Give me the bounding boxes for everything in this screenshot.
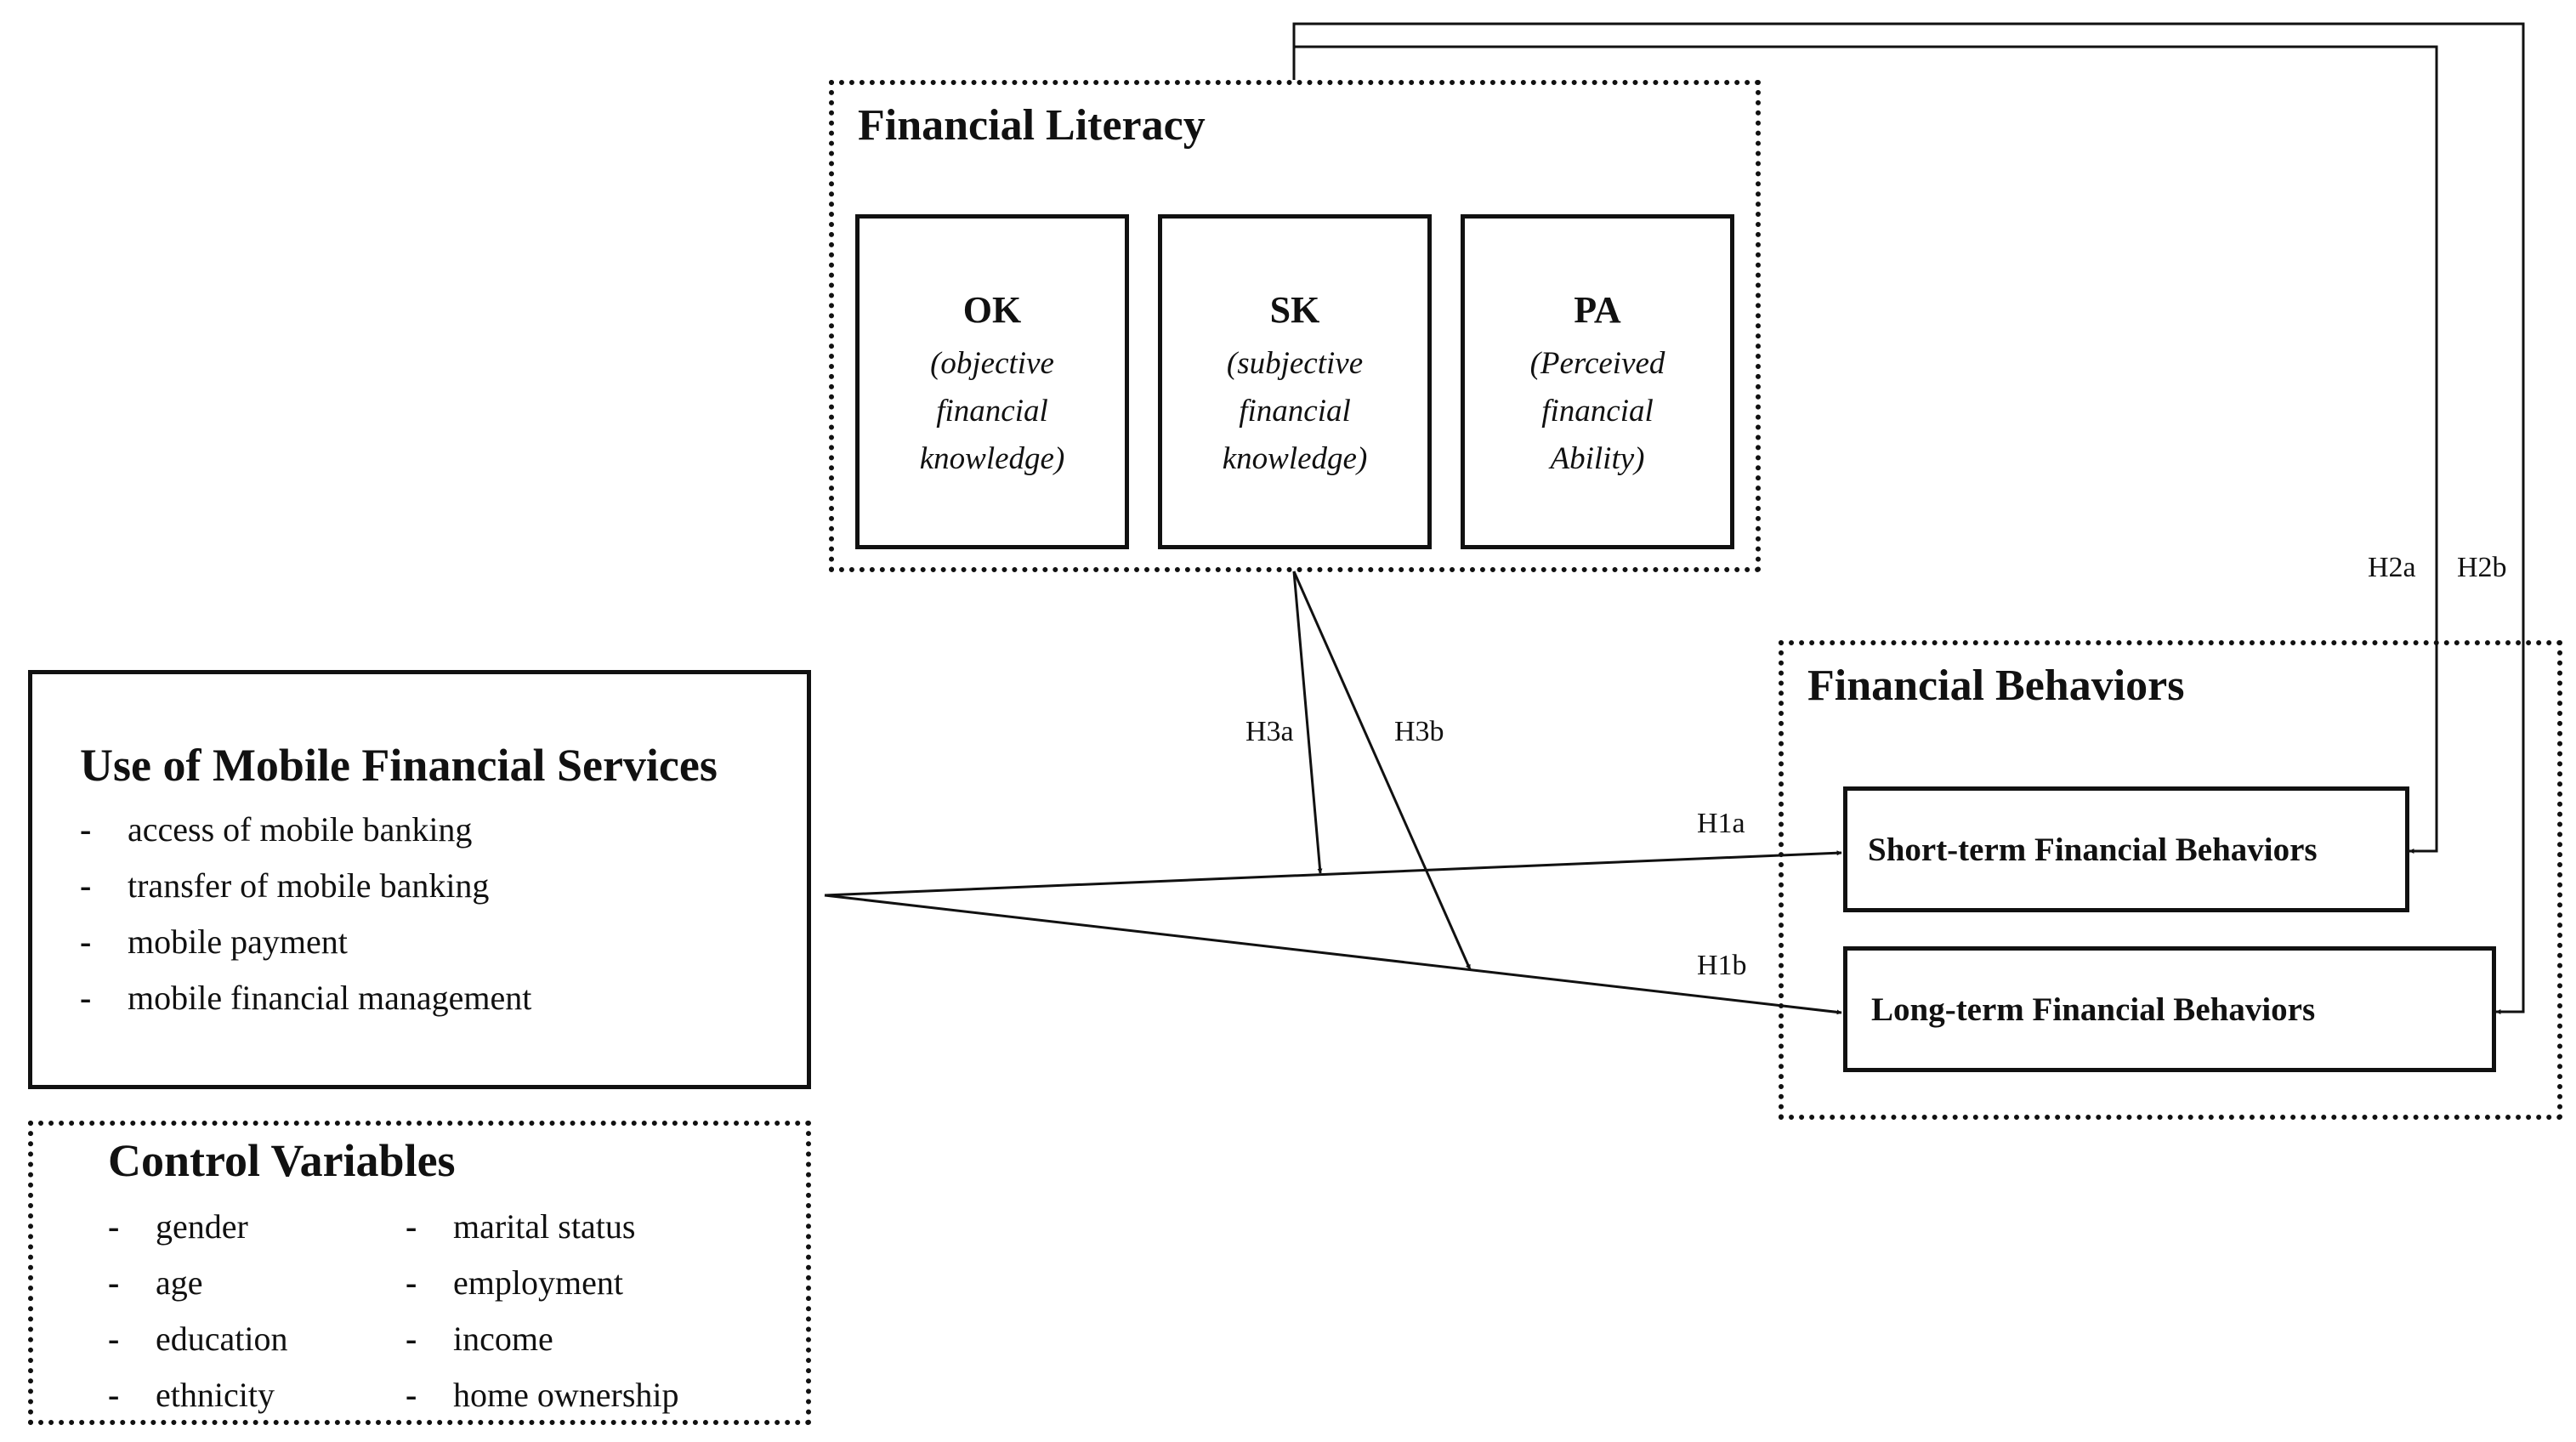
h3b-arrow <box>1292 571 1472 970</box>
sk-abbr: SK <box>1269 289 1320 331</box>
h2b-arrow <box>1292 22 2525 1014</box>
h1b-arrow <box>824 894 1842 1015</box>
mobile-services-list: access of mobile banking transfer of mob… <box>80 802 531 1026</box>
list-item: access of mobile banking <box>80 802 531 858</box>
pa-abbr: PA <box>1574 289 1621 331</box>
h2b-label: H2b <box>2457 552 2507 583</box>
list-item: income <box>406 1311 679 1367</box>
h1b-label: H1b <box>1697 950 1747 981</box>
list-item: gender <box>108 1199 288 1255</box>
h1a-arrow <box>824 850 1842 897</box>
sk-desc-line-2: financial <box>1239 394 1351 429</box>
long-term-behaviors-box: Long-term Financial Behaviors <box>1843 946 2496 1072</box>
list-item: mobile payment <box>80 914 531 970</box>
list-item: employment <box>406 1255 679 1311</box>
pa-desc-line-2: financial <box>1541 394 1654 429</box>
h3a-label: H3a <box>1245 716 1294 747</box>
h2a-label: H2a <box>2368 552 2416 583</box>
sk-desc-line-3: knowledge) <box>1222 441 1368 476</box>
pa-box: PA (Perceived financial Ability) <box>1461 214 1734 549</box>
financial-literacy-group: Financial Literacy <box>829 80 1761 572</box>
mobile-services-title: Use of Mobile Financial Services <box>80 740 718 791</box>
ok-desc-line-1: (objective <box>930 346 1054 381</box>
control-variables-group: Control Variables gender age education e… <box>28 1121 811 1425</box>
short-term-behaviors-box: Short-term Financial Behaviors <box>1843 786 2409 912</box>
financial-literacy-title: Financial Literacy <box>858 101 1206 150</box>
control-variables-left-list: gender age education ethnicity <box>108 1199 288 1423</box>
sk-box: SK (subjective financial knowledge) <box>1158 214 1432 549</box>
list-item: education <box>108 1311 288 1367</box>
control-variables-title: Control Variables <box>108 1135 456 1186</box>
pa-desc-line-1: (Perceived <box>1529 346 1665 381</box>
list-item: transfer of mobile banking <box>80 858 531 914</box>
financial-behaviors-group: Financial Behaviors <box>1779 640 2562 1120</box>
list-item: marital status <box>406 1199 679 1255</box>
ok-desc-line-2: financial <box>936 394 1048 429</box>
ok-desc-line-3: knowledge) <box>919 441 1065 476</box>
list-item: home ownership <box>406 1367 679 1423</box>
mobile-services-box: Use of Mobile Financial Services access … <box>28 670 811 1089</box>
ok-abbr: OK <box>962 289 1022 331</box>
h3b-label: H3b <box>1394 716 1444 747</box>
list-item: mobile financial management <box>80 970 531 1026</box>
pa-desc-line-3: Ability) <box>1550 441 1645 476</box>
ok-box: OK (objective financial knowledge) <box>855 214 1129 549</box>
long-term-behaviors-label: Long-term Financial Behaviors <box>1871 991 2316 1028</box>
short-term-behaviors-label: Short-term Financial Behaviors <box>1868 831 2318 868</box>
h3a-arrow <box>1292 571 1323 874</box>
control-variables-right-list: marital status employment income home ow… <box>406 1199 679 1423</box>
h1a-label: H1a <box>1697 808 1745 839</box>
financial-behaviors-title: Financial Behaviors <box>1807 661 2185 710</box>
list-item: age <box>108 1255 288 1311</box>
sk-desc-line-1: (subjective <box>1226 346 1364 381</box>
list-item: ethnicity <box>108 1367 288 1423</box>
